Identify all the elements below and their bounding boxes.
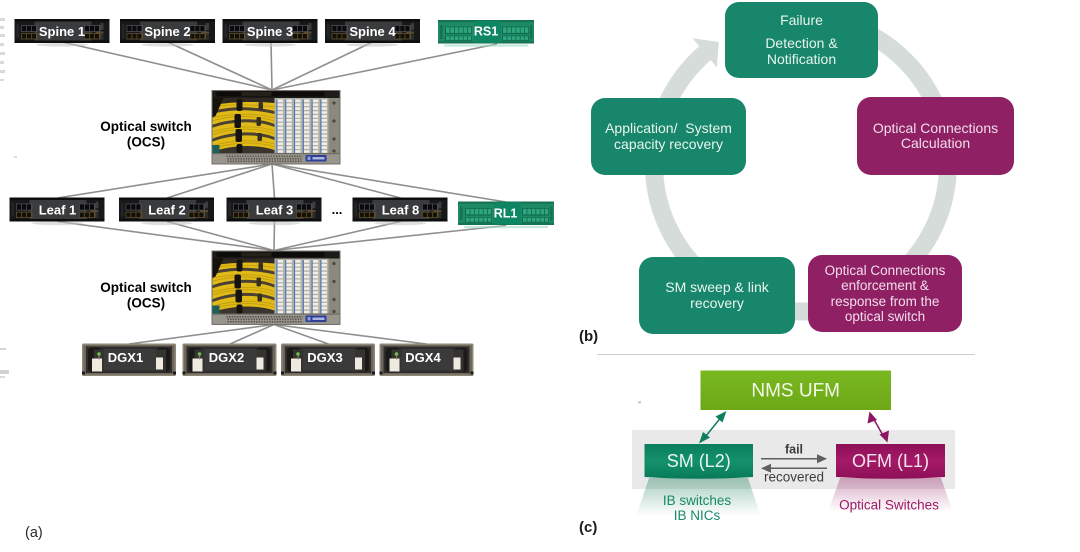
svg-text:RL1: RL1	[494, 207, 518, 221]
svg-text:Optical switch: Optical switch	[100, 280, 192, 295]
svg-text:fail: fail	[785, 443, 803, 457]
svg-text:recovered: recovered	[764, 470, 824, 485]
svg-text:RS1: RS1	[474, 25, 498, 39]
svg-text:DGX3: DGX3	[307, 350, 342, 365]
svg-text:NMS UFM: NMS UFM	[751, 381, 840, 402]
svg-text:Optical switch: Optical switch	[100, 119, 192, 134]
svg-text:Leaf 2: Leaf 2	[148, 203, 186, 218]
svg-text:Spine 2: Spine 2	[144, 24, 190, 39]
svg-text:Leaf 3: Leaf 3	[256, 203, 294, 218]
svg-text:IB switches: IB switches	[663, 493, 732, 508]
svg-text:(OCS): (OCS)	[127, 296, 165, 311]
svg-text:IB NICs: IB NICs	[674, 508, 721, 523]
svg-text:DGX4: DGX4	[405, 350, 441, 365]
svg-text:Optical Switches: Optical Switches	[839, 498, 939, 513]
svg-text:Leaf 1: Leaf 1	[39, 203, 77, 218]
svg-text:...: ...	[332, 202, 343, 217]
svg-text:Spine 3: Spine 3	[247, 24, 293, 39]
svg-text:Spine 1: Spine 1	[39, 24, 85, 39]
svg-text:SM (L2): SM (L2)	[667, 451, 731, 471]
svg-text:DGX1: DGX1	[108, 350, 143, 365]
svg-text:OFM (L1): OFM (L1)	[852, 451, 929, 471]
svg-text:Spine 4: Spine 4	[349, 24, 396, 39]
svg-text:Leaf 8: Leaf 8	[382, 203, 420, 218]
svg-text:DGX2: DGX2	[209, 350, 244, 365]
svg-text:(OCS): (OCS)	[127, 135, 165, 150]
